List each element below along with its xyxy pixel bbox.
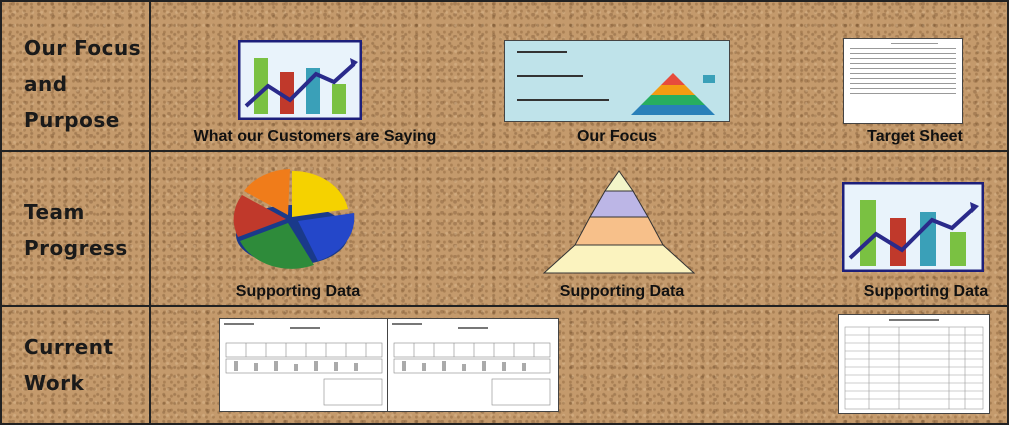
label-line: Current (24, 335, 114, 359)
caption-supporting-data-2: Supporting Data (559, 283, 685, 300)
label-line: Work (24, 371, 85, 395)
mini-pyramid-icon (631, 73, 715, 115)
pie-chart-icon[interactable] (232, 165, 356, 271)
bar-chart-icon[interactable] (238, 40, 362, 120)
work-log-graphic (844, 319, 984, 410)
work-sheet-graphic (224, 323, 383, 406)
work-sheet-thumbnail-2[interactable] (387, 318, 559, 412)
work-sheet-graphic (392, 323, 551, 406)
target-sheet-thumbnail[interactable] (843, 38, 963, 124)
caption-customers: What our Customers are Saying (193, 128, 437, 145)
caption-target-sheet: Target Sheet (867, 128, 963, 145)
caption-supporting-data-3: Supporting Data (863, 283, 989, 300)
pyramid-icon[interactable] (542, 169, 696, 275)
bar-chart-icon-2[interactable] (842, 182, 984, 272)
row-divider-1 (2, 150, 1007, 152)
label-line: Progress (24, 236, 128, 260)
caption-supporting-data-1: Supporting Data (235, 283, 361, 300)
label-line: Purpose (24, 108, 120, 132)
work-log-thumbnail[interactable] (838, 314, 990, 414)
label-column-divider (149, 2, 151, 423)
row-label-focus-purpose: Our Focus and Purpose (24, 30, 141, 138)
label-line: and (24, 72, 68, 96)
row-divider-2 (2, 305, 1007, 307)
row-label-current-work: Current Work (24, 329, 114, 401)
label-line: Our Focus (24, 36, 142, 60)
our-focus-slide-thumbnail[interactable] (504, 40, 730, 122)
caption-our-focus: Our Focus (576, 128, 657, 145)
work-sheet-thumbnail-1[interactable] (219, 318, 389, 412)
label-line: Team (24, 200, 85, 224)
row-label-team-progress: Team Progress (24, 194, 128, 266)
